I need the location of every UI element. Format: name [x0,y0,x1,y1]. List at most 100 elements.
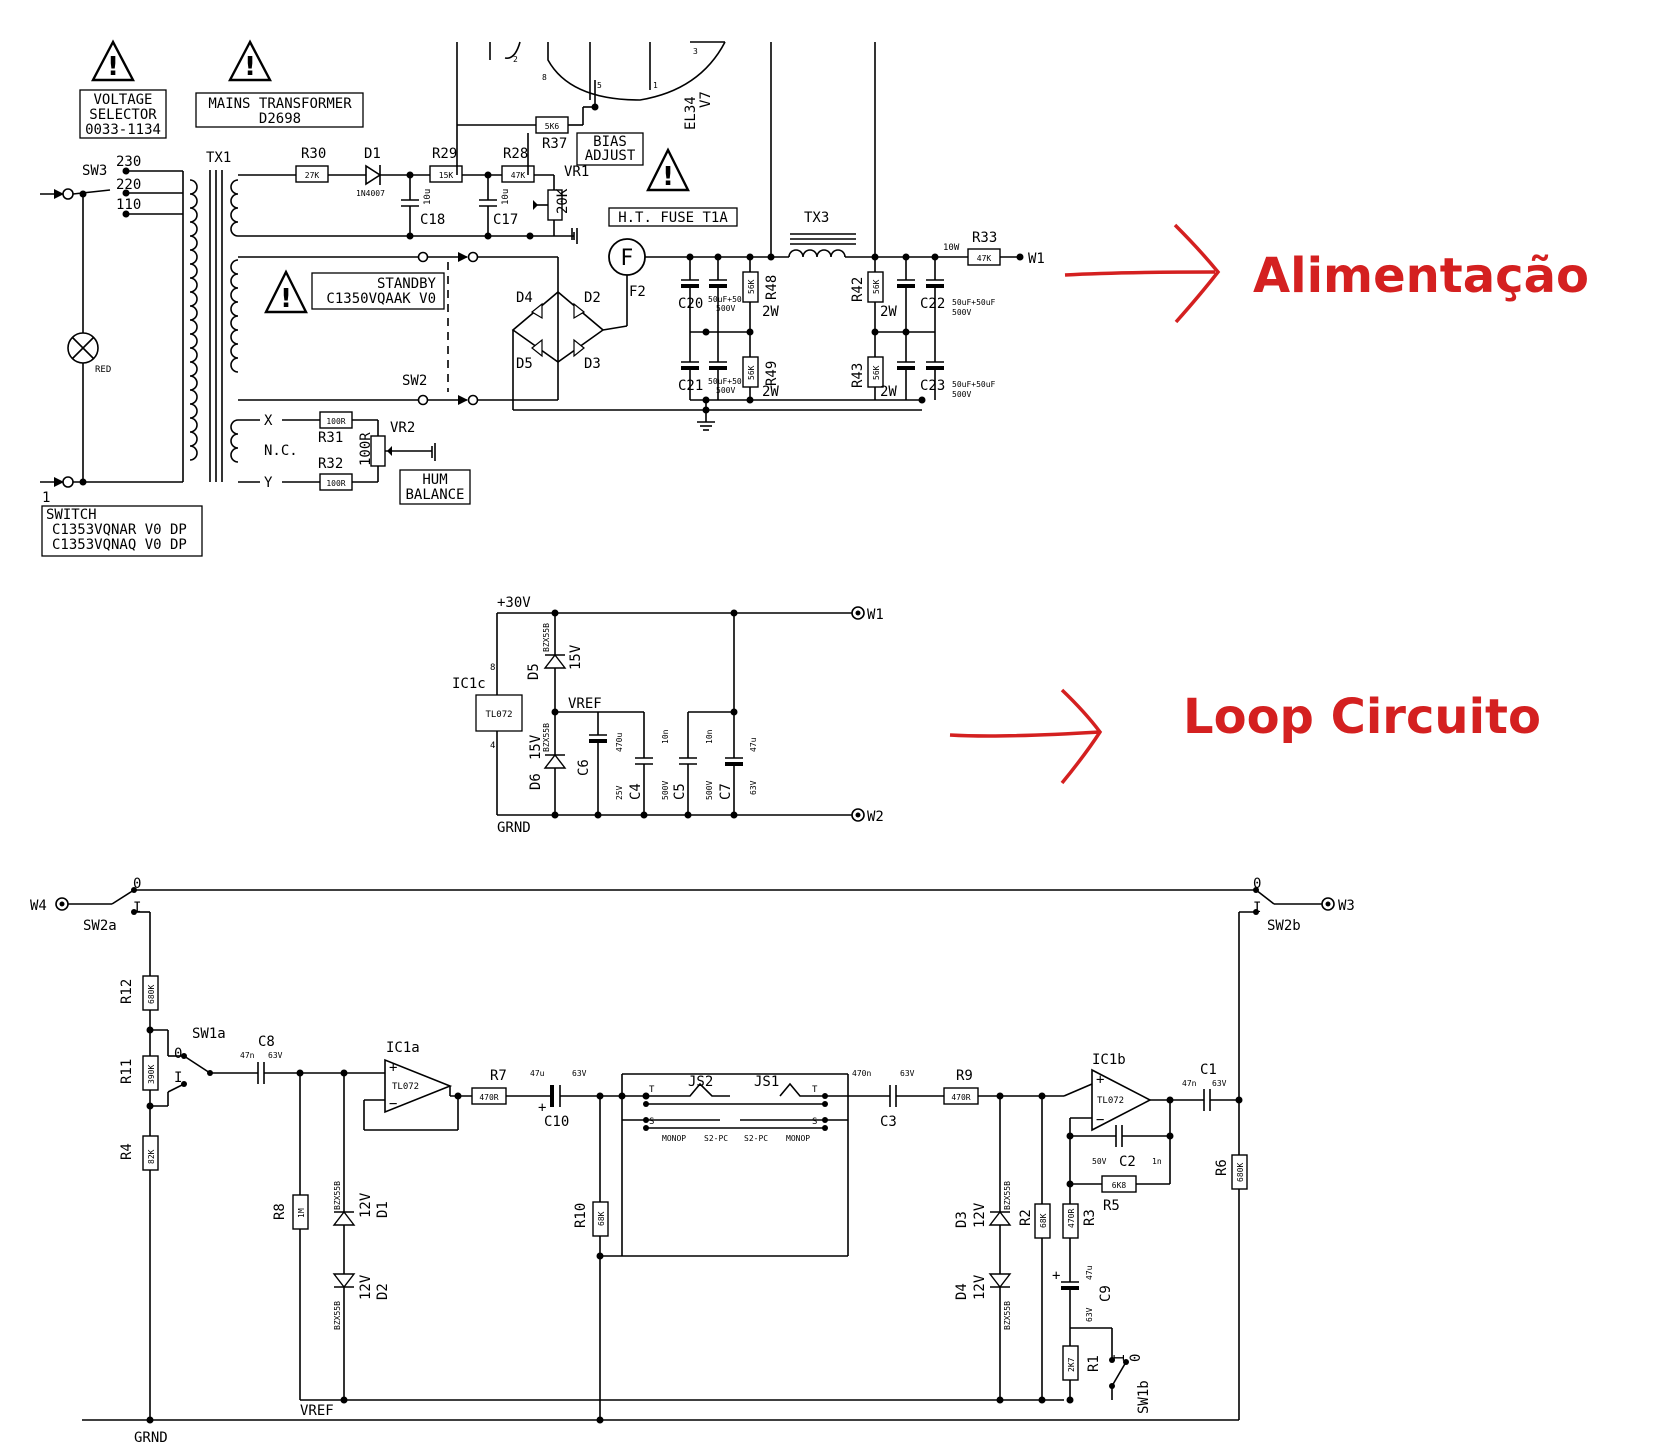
c22-label: C22 [920,296,945,312]
v7-part: EL34 [683,96,699,130]
d6-part: BZX55B [542,723,551,752]
r11-value: 390K [147,1065,156,1084]
vr2-value: 100R [358,432,374,466]
bias-adjust-label: BIAS [593,134,627,150]
ic1b-minus: − [1096,1112,1104,1128]
sw2a-posI: I [133,900,141,916]
d3-part: BZX55B [1003,1181,1012,1210]
fuse-icon: F [621,246,634,271]
r2-label: R2 [1018,1209,1034,1226]
standby-label: STANDBY [377,276,437,292]
cap-rating: 500V [952,308,971,317]
tx1-label: TX1 [206,150,231,166]
r9-value: 470R [951,1093,970,1102]
c9-plus: + [1052,1268,1060,1284]
r11-label: R11 [119,1059,135,1084]
r42-power: 2W [880,304,897,320]
hum-balance-label: BALANCE [405,487,464,503]
sw3-label: SW3 [82,163,107,179]
r31-value: 100R [326,417,345,426]
hum-balance-label: HUM [422,472,447,488]
standby-part: C1350VQAAK V0 [326,291,436,307]
ic1c-pin8: 8 [490,663,495,673]
r48-power: 2W [762,304,779,320]
sw1a-label: SW1a [192,1026,226,1042]
js2-tip: T [649,1085,655,1095]
d1-label: D1 [375,1201,391,1218]
r28-label: R28 [503,146,528,162]
d6-volt: 15V [528,734,544,760]
r9-label: R9 [956,1068,973,1084]
c7-value: 47u [749,737,758,752]
sw2a-pos0: 0 [133,876,141,892]
ic1a-plus: + [389,1060,397,1076]
lamp-label: RED [95,365,111,375]
r5-label: R5 [1103,1198,1120,1214]
power-annotation: Alimentação [1064,223,1589,324]
svg-text:!: ! [662,162,674,192]
warning-icon: ! [91,39,135,82]
c7-label: C7 [718,783,734,800]
d5-volt: 15V [568,644,584,670]
r4-value: 82K [147,1149,156,1164]
bridge-diode-label: D2 [584,290,601,306]
r2-value: 68K [1039,1213,1048,1228]
tap-label: 220 [116,177,141,193]
tap-label: 110 [116,197,141,213]
d2-label: D2 [375,1283,391,1300]
w1-label: W1 [1028,251,1045,267]
r43-power: 2W [880,384,897,400]
bridge-diode-label: D4 [516,290,533,306]
r1-value: 2K7 [1067,1357,1076,1372]
sw1a-pos0: 0 [174,1046,182,1062]
c6-volt: 25V [615,785,624,800]
tap-label: 230 [116,154,141,170]
sw1a-posI: I [174,1070,182,1086]
sw1b-pos0: 0 [1128,1354,1144,1362]
r1-label: R1 [1086,1355,1102,1372]
bias-adjust-label: ADJUST [585,148,636,164]
loop-section: W4 0 I SW2a 0 I W3 SW2b GRND 680K R12 39… [30,876,1355,1446]
sw2b-posI: I [1253,900,1261,916]
sw2b-pos0: 0 [1253,876,1261,892]
r37-value: 5K6 [545,122,560,131]
c10-volt: 63V [572,1069,587,1078]
r29-value: 15K [439,171,454,180]
c10-label: C10 [544,1114,569,1130]
supply-w1-label: W1 [867,607,884,623]
power-annotation-label: Alimentação [1253,248,1589,304]
hum-nc-label: N.C. [264,443,298,459]
loop-grnd-label: GRND [134,1430,168,1446]
ic1a-part: TL072 [392,1082,419,1092]
c17-value: 10u [501,189,511,205]
c10-value: 47u [530,1069,545,1078]
warning-icon: ! [264,269,308,314]
vr1-value: 20K [555,188,571,214]
voltage-selector-part: 0033-1134 [85,122,161,138]
power-section: ! ! ! ! VOLTAGE SELECTOR 0033-1134 MAINS… [40,39,1045,557]
r12-value: 680K [147,985,156,1004]
d5-label: D5 [526,663,542,680]
js2-sleeve: S [649,1117,654,1127]
cap-rating: 50uF+50uF [708,377,752,386]
c17-label: C17 [493,212,518,228]
voltage-selector-label: VOLTAGE [93,92,152,108]
js1-tip: T [812,1085,818,1095]
r8-label: R8 [272,1203,288,1220]
r32-label: R32 [318,456,343,472]
cap-rating: 50uF+50uF [708,295,752,304]
d4-volt: 12V [972,1274,988,1300]
r33-power: 10W [943,243,960,253]
js1-sleeve: S [812,1117,817,1127]
r49-value: 56K [747,365,756,380]
r5-value: 6K8 [1112,1181,1127,1190]
c9-label: C9 [1098,1285,1114,1302]
c8-value: 47n [240,1051,255,1060]
r43-value: 56K [872,365,881,380]
ic1a-minus: − [389,1096,397,1112]
tube-pin: 5 [597,81,602,90]
cap-rating: 500V [716,386,735,395]
c4-label: C4 [628,783,644,800]
jack-part: S2-PC [704,1134,728,1143]
js2-label: JS2 [688,1074,713,1090]
